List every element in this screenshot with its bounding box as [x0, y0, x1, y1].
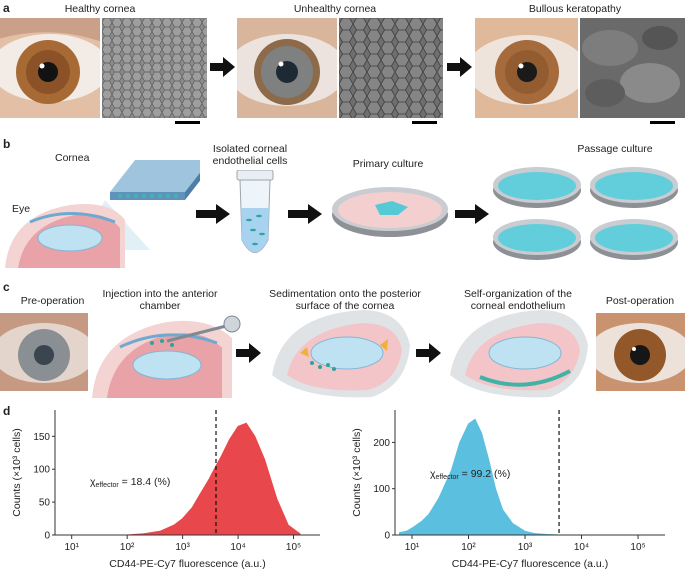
- caption-unhealthy-cornea: Unhealthy cornea: [293, 3, 377, 15]
- sedimentation-illustration: [272, 310, 410, 398]
- isolated-cells-label: Isolated corneal endothelial cells: [212, 143, 288, 167]
- panel-a-label: a: [3, 1, 10, 15]
- x-tick-label: 10³: [518, 542, 533, 553]
- histogram-chart-effector-99: 0 100 200 10¹ 10² 10³ 10⁴ 10⁵ χeffector = 99.2 (…: [351, 410, 665, 570]
- post-operation-photo: [596, 313, 685, 391]
- bullous-cell-micrograph: [580, 18, 685, 118]
- primary-culture-dish: [332, 187, 448, 237]
- annotation-text: χeffector = 18.4 (%): [90, 476, 170, 489]
- x-axis-label: CD44-PE-Cy7 fluorescence (a.u.): [109, 558, 265, 570]
- centrifuge-tube-illustration: [236, 170, 274, 253]
- bullous-eye-photo: [475, 18, 578, 118]
- x-tick-label: 10¹: [64, 542, 79, 553]
- x-tick-label: 10⁵: [286, 542, 301, 553]
- histogram-area: [398, 418, 560, 536]
- scale-bar-unhealthy: [412, 121, 437, 124]
- y-tick-label: 200: [373, 438, 390, 449]
- injection-illustration: [92, 315, 241, 398]
- x-tick-label: 10⁵: [630, 542, 645, 553]
- primary-culture-label: Primary culture: [352, 158, 424, 170]
- arrow-icon: [416, 343, 441, 363]
- cornea-label: Cornea: [55, 152, 90, 164]
- arrow-icon: [236, 343, 261, 363]
- post-operation-label: Post-operation: [605, 295, 675, 307]
- x-tick-label: 10⁴: [230, 542, 245, 553]
- x-tick-label: 10¹: [405, 542, 420, 553]
- y-tick-label: 50: [39, 498, 51, 509]
- passage-culture-label: Passage culture: [577, 143, 653, 155]
- y-axis-label: Counts (×10³ cells): [351, 428, 363, 516]
- y-tick-label: 100: [33, 465, 50, 476]
- pre-operation-label: Pre-operation: [20, 295, 85, 307]
- x-tick-label: 10²: [120, 542, 135, 553]
- x-tick-label: 10⁴: [574, 542, 589, 553]
- scale-bar-bullous: [650, 121, 675, 124]
- caption-healthy-cornea: Healthy cornea: [64, 3, 136, 15]
- annotation-text: χeffector = 99.2 (%): [430, 468, 510, 481]
- self-organization-illustration: [450, 310, 588, 398]
- sedimentation-label: Sedimentation onto the posterior surface…: [269, 288, 421, 312]
- pre-operation-photo: [0, 313, 88, 391]
- histogram-chart-effector-18: 0 50 100 150 10¹ 10² 10³ 10⁴ 10⁵ χeffector = 18.4…: [11, 410, 320, 570]
- arrow-icon: [447, 57, 472, 77]
- x-axis-label: CD44-PE-Cy7 fluorescence (a.u.): [452, 558, 608, 570]
- injection-label: Injection into the anterior chamber: [102, 288, 218, 312]
- y-axis-label: Counts (×10³ cells): [11, 428, 23, 516]
- panel-c-label: c: [3, 280, 10, 294]
- eye-cross-section: [5, 204, 125, 268]
- x-tick-label: 10³: [175, 542, 190, 553]
- y-tick-label: 100: [373, 484, 390, 495]
- histogram-area: [127, 422, 301, 536]
- y-tick-label: 0: [44, 531, 50, 542]
- healthy-eye-photo: [0, 18, 100, 118]
- panel-d-label: d: [3, 404, 11, 418]
- caption-bullous-keratopathy: Bullous keratopathy: [528, 3, 622, 15]
- arrow-icon: [288, 204, 322, 224]
- x-tick-label: 10²: [461, 542, 476, 553]
- arrow-icon: [196, 204, 230, 224]
- arrow-icon: [455, 204, 489, 224]
- y-tick-label: 0: [384, 531, 390, 542]
- self-organization-label: Self-organization of the corneal endothe…: [464, 288, 572, 312]
- unhealthy-eye-photo: [237, 18, 337, 118]
- y-tick-label: 150: [33, 432, 50, 443]
- healthy-cell-micrograph: [102, 18, 207, 118]
- arrow-icon: [210, 57, 235, 77]
- unhealthy-cell-micrograph: [339, 18, 443, 118]
- passage-culture-dishes: [493, 167, 678, 260]
- panel-b-label: b: [3, 137, 11, 151]
- scale-bar-healthy: [175, 121, 200, 124]
- eye-label: Eye: [12, 203, 31, 215]
